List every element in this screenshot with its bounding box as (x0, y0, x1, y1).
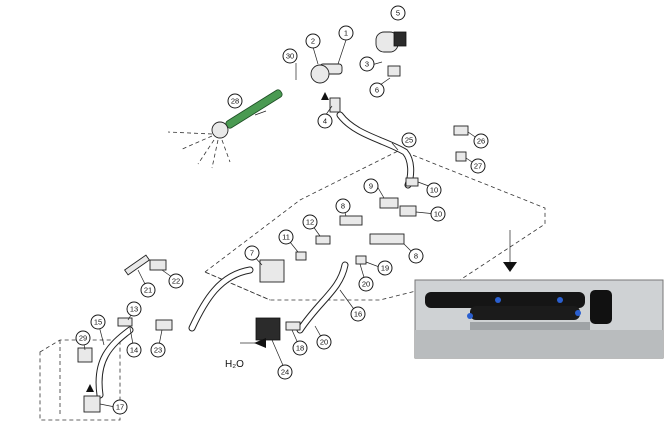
svg-text:10: 10 (434, 210, 442, 219)
svg-text:1: 1 (344, 29, 348, 38)
callout-9: 9 (363, 178, 379, 194)
svg-text:8: 8 (341, 202, 345, 211)
callout-16: 16 (350, 306, 366, 322)
callout-13: 13 (126, 301, 142, 317)
callout-2: 2 (305, 33, 321, 49)
svg-text:22: 22 (172, 277, 180, 286)
callout-17: 17 (112, 399, 128, 415)
svg-text:6: 6 (375, 86, 379, 95)
up-arrow-icon (86, 384, 94, 392)
svg-text:21: 21 (144, 286, 152, 295)
callout-29: 29 (75, 330, 91, 346)
callout-20a: 20 (358, 276, 374, 292)
svg-text:13: 13 (130, 305, 138, 314)
callout-23: 23 (150, 342, 166, 358)
svg-text:12: 12 (306, 218, 314, 227)
svg-text:10: 10 (430, 186, 438, 195)
svg-text:17: 17 (116, 403, 124, 412)
svg-text:8: 8 (414, 252, 418, 261)
svg-text:20: 20 (362, 280, 370, 289)
svg-text:3: 3 (365, 60, 369, 69)
callout-5: 5 (390, 5, 406, 21)
svg-text:11: 11 (282, 233, 290, 242)
callout-20b: 20 (316, 334, 332, 350)
callout-15: 15 (90, 314, 106, 330)
svg-text:23: 23 (154, 346, 162, 355)
callout-18: 18 (292, 340, 308, 356)
svg-text:5: 5 (396, 9, 400, 18)
callout-11: 11 (278, 229, 294, 245)
svg-text:15: 15 (94, 318, 102, 327)
water-label: H₂O (225, 359, 244, 370)
svg-text:16: 16 (354, 310, 362, 319)
svg-text:29: 29 (79, 334, 87, 343)
callout-24: 24 (277, 364, 293, 380)
assembly-photo-inset (414, 279, 664, 359)
callout-1: 1 (338, 25, 354, 41)
callout-3: 3 (359, 56, 375, 72)
inlet-arrow-icon (254, 338, 266, 348)
svg-text:19: 19 (381, 264, 389, 273)
callout-30: 30 (282, 48, 298, 64)
tube-28 (167, 89, 283, 169)
water-tank (39, 339, 121, 421)
callout-22: 22 (168, 273, 184, 289)
svg-text:18: 18 (296, 344, 304, 353)
callout-7: 7 (244, 245, 260, 261)
svg-text:20: 20 (320, 338, 328, 347)
down-arrow-icon (503, 262, 517, 272)
svg-text:14: 14 (130, 346, 138, 355)
svg-text:7: 7 (250, 249, 254, 258)
callout-26: 26 (473, 133, 489, 149)
svg-text:4: 4 (323, 117, 327, 126)
callout-10b: 10 (430, 206, 446, 222)
svg-text:26: 26 (477, 137, 485, 146)
svg-text:27: 27 (474, 162, 482, 171)
svg-text:25: 25 (405, 136, 413, 145)
callout-14: 14 (126, 342, 142, 358)
callout-21: 21 (140, 282, 156, 298)
assembly-dashed-outline (204, 149, 546, 301)
callout-6: 6 (369, 82, 385, 98)
callout-28: 28 (227, 93, 243, 109)
callout-10a: 10 (426, 182, 442, 198)
callout-19: 19 (377, 260, 393, 276)
parts (77, 31, 469, 413)
up-arrow-icon-2 (321, 92, 329, 100)
svg-text:9: 9 (369, 182, 373, 191)
svg-text:2: 2 (311, 37, 315, 46)
callout-8b: 8 (408, 248, 424, 264)
callout-12: 12 (302, 214, 318, 230)
svg-text:24: 24 (281, 368, 289, 377)
svg-text:28: 28 (231, 97, 239, 106)
callout-8a: 8 (335, 198, 351, 214)
callout-4: 4 (317, 113, 333, 129)
callout-27: 27 (470, 158, 486, 174)
svg-text:30: 30 (286, 52, 294, 61)
callout-25: 25 (401, 132, 417, 148)
